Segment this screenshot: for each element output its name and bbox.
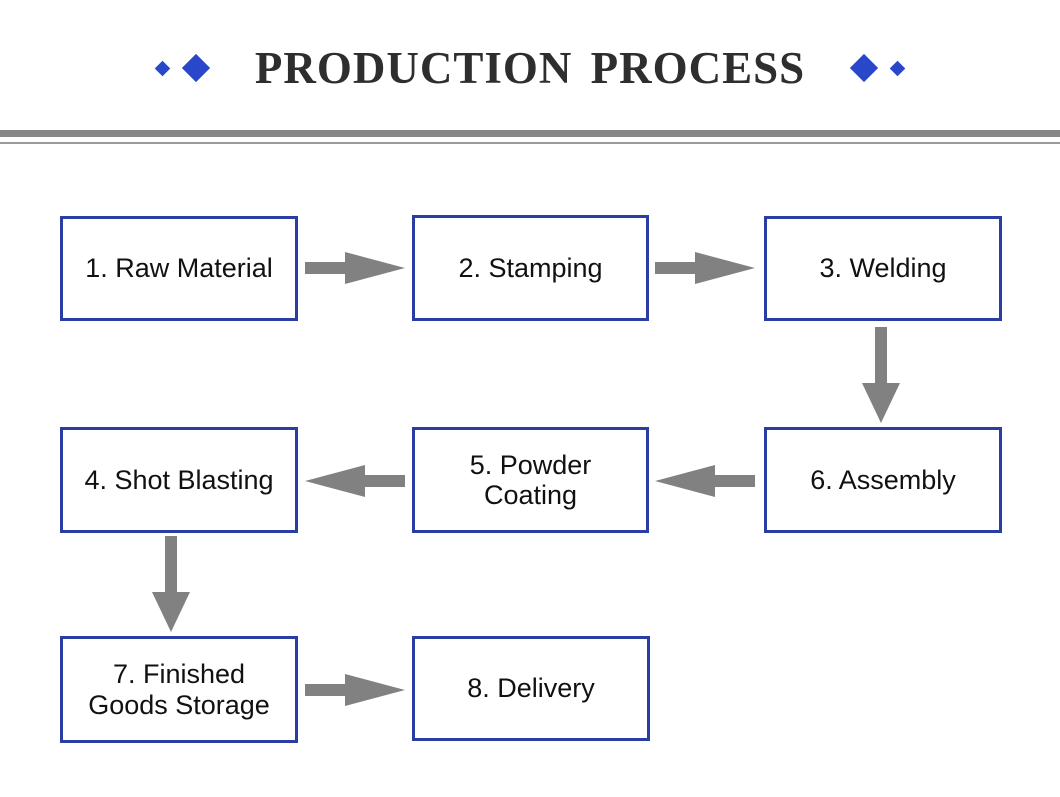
diamond-icon <box>154 60 171 76</box>
arrow-storage-to-delivery-icon <box>305 674 405 706</box>
arrow-assembly-to-powder-coating-icon <box>655 465 755 497</box>
box-raw-material: 1. Raw Material <box>60 216 298 321</box>
arrow-shaft <box>365 475 405 487</box>
arrow-head <box>345 674 405 706</box>
box-assembly: 6. Assembly <box>764 427 1002 533</box>
page-title: PRODUCTION PROCESS <box>254 43 806 93</box>
box-shot-blasting: 4. Shot Blasting <box>60 427 298 533</box>
arrow-shaft <box>875 327 887 383</box>
box-powder-coating: 5. Powder Coating <box>412 427 649 533</box>
divider-thick <box>0 130 1060 137</box>
box-finished-goods-storage: 7. Finished Goods Storage <box>60 636 298 743</box>
arrow-raw-material-to-stamping-icon <box>305 252 405 284</box>
arrow-shaft <box>305 262 345 274</box>
arrow-shot-blasting-to-storage-icon <box>152 536 190 632</box>
arrow-welding-to-assembly-icon <box>862 327 900 423</box>
box-welding: 3. Welding <box>764 216 1002 321</box>
arrow-shaft <box>305 684 345 696</box>
diamond-icon <box>889 60 906 76</box>
arrow-head <box>305 465 365 497</box>
box-delivery: 8. Delivery <box>412 636 650 741</box>
arrow-shaft <box>715 475 755 487</box>
arrow-powder-coating-to-shot-blasting-icon <box>305 465 405 497</box>
diamond-icon <box>181 53 210 83</box>
arrow-shaft <box>165 536 177 592</box>
diamond-icon <box>850 53 879 83</box>
arrow-head <box>345 252 405 284</box>
arrow-shaft <box>655 262 695 274</box>
arrow-head <box>152 592 190 632</box>
arrow-head <box>695 252 755 284</box>
arrow-stamping-to-welding-icon <box>655 252 755 284</box>
title-row: PRODUCTION PROCESS <box>0 42 1060 94</box>
divider-thin <box>0 142 1060 144</box>
box-stamping: 2. Stamping <box>412 215 649 321</box>
arrow-head <box>862 383 900 423</box>
arrow-head <box>655 465 715 497</box>
